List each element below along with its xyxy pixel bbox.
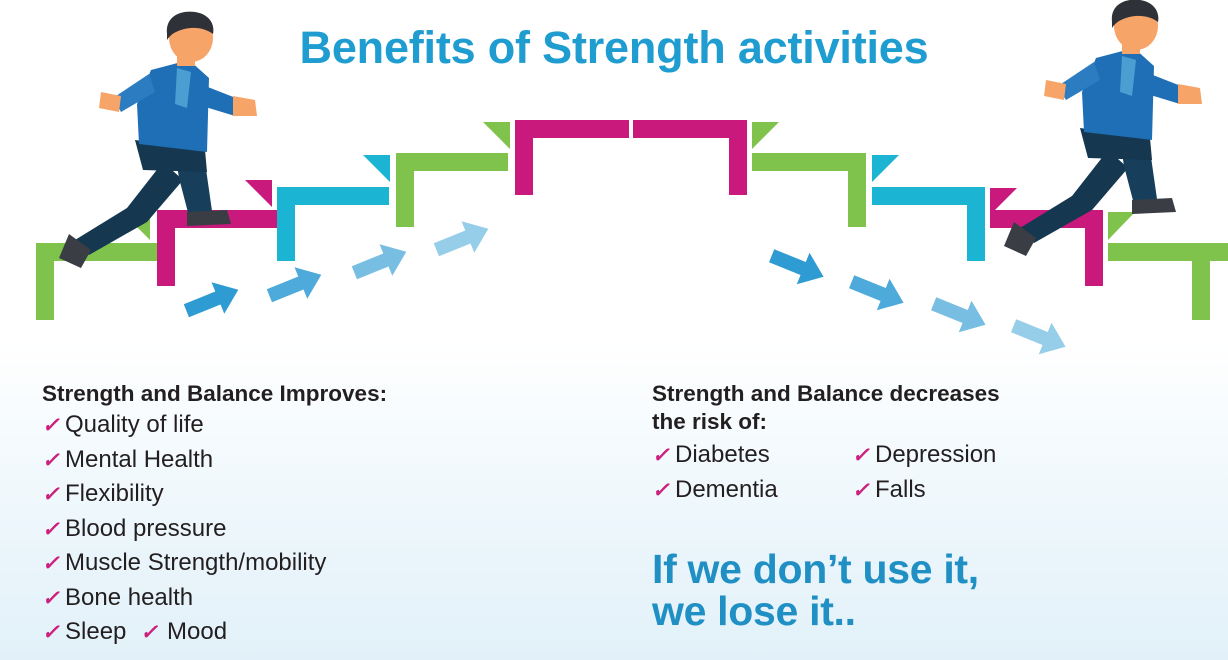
list-item-label: Bone health [65,583,194,611]
tagline: If we don’t use it, we lose it.. [652,546,979,635]
improves-list: ✓Quality of life ✓Mental Health ✓Flexibi… [42,408,622,650]
step-accent-triangle [363,155,390,182]
step-right-3 [872,187,985,261]
check-icon: ✓ [852,443,870,467]
arrow-right-1 [769,249,824,285]
list-item-label: Sleep [65,618,127,646]
list-item: ✓Depression [852,438,1212,473]
step-right-1-peak [633,120,747,195]
list-item: ✓Dementia [652,473,852,508]
list-item: ✓Flexibility [42,477,622,512]
improves-column: Strength and Balance Improves: ✓Quality … [42,380,622,650]
check-icon: ✓ [652,443,670,467]
check-icon: ✓ [42,448,60,472]
decreases-heading-line2: the risk of: [652,409,768,435]
list-item-label: Quality of life [65,411,204,439]
list-item-label: Flexibility [65,480,164,508]
arrow-right-2 [849,275,904,311]
list-item-label: Dementia [675,475,778,503]
step-accent-triangle [1108,212,1135,240]
step-accent-triangle [245,180,272,207]
list-item: ✓Diabetes [652,438,852,473]
check-icon: ✓ [42,517,60,541]
runner-figure-right [1004,0,1202,256]
decreases-heading-line1: Strength and Balance decreases [652,381,1000,406]
list-item: ✓Sleep✓Mood [42,615,622,650]
runner-figure-left [59,11,257,268]
check-icon: ✓ [852,478,870,502]
step-left-3 [277,187,389,261]
list-item: ✓Muscle Strength/mobility [42,546,622,581]
decreases-column: Strength and Balance decreases the risk … [652,380,1212,508]
list-item: ✓Mental Health [42,443,622,478]
arrow-left-4 [433,221,489,257]
arrow-left-3 [351,244,407,280]
list-item: ✓Bone health [42,581,622,616]
list-item: ✓Quality of life [42,408,622,443]
step-accent-triangle [872,155,899,182]
check-icon: ✓ [42,483,60,507]
list-item-label: Depression [875,440,997,468]
step-left-4 [396,153,508,227]
page-title: Benefits of Strength activities [299,22,929,73]
list-item: ✓Falls [852,473,1212,508]
decreases-list: ✓Diabetes ✓Depression ✓Dementia ✓Falls [652,438,1212,508]
check-icon: ✓ [140,621,158,645]
arrow-left-1 [183,282,239,318]
list-item-label: Mental Health [65,445,214,473]
arrow-left-2 [266,267,322,303]
step-left-1 [36,243,166,320]
list-item: ✓Blood pressure [42,512,622,547]
arrow-right-4 [1011,319,1066,355]
check-icon: ✓ [42,552,60,576]
check-icon: ✓ [42,621,60,645]
step-right-2 [752,153,866,227]
check-icon: ✓ [42,586,60,610]
step-accent-triangle [483,122,510,149]
check-icon: ✓ [652,478,670,502]
list-item-label: Mood [167,618,228,646]
arrow-right-3 [931,297,986,333]
list-item-label: Blood pressure [65,514,227,542]
list-item-label: Falls [875,475,926,503]
check-icon: ✓ [42,414,60,438]
improves-heading: Strength and Balance Improves: [42,381,388,406]
step-left-5-peak [515,120,629,195]
step-right-5 [1108,243,1228,320]
step-accent-triangle [752,122,779,149]
list-item-label: Diabetes [675,440,770,468]
list-item-label: Muscle Strength/mobility [65,549,327,577]
staircase-graphic [36,0,1228,355]
step-accent-triangle [990,188,1017,215]
